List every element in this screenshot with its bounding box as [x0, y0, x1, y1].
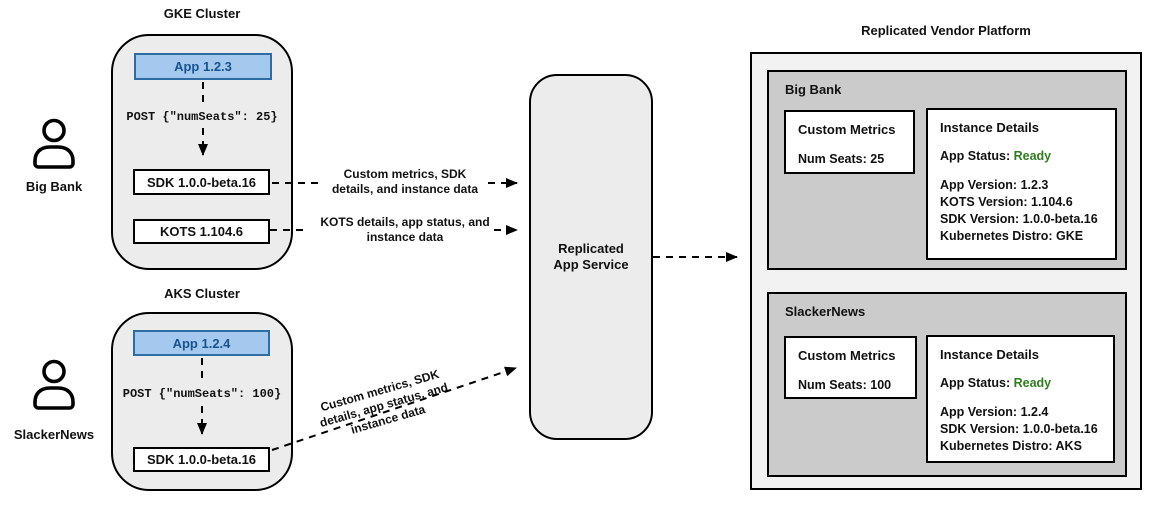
app-status-value: Ready [1013, 149, 1052, 163]
section-title-bigbank: Big Bank [785, 82, 842, 97]
flow-label-kots-data: KOTS details, app status, and instance d… [320, 215, 490, 244]
instance-detail-lines: App Version: 1.2.3 KOTS Version: 1.104.6… [940, 177, 1103, 245]
gke-post-request: POST {"numSeats": 25} [126, 110, 278, 124]
app-status-label: App Status: [940, 149, 1014, 163]
replicated-app-service-box: Replicated App Service [529, 74, 653, 440]
instance-details-card-slackernews: Instance Details App Status: Ready App V… [926, 335, 1115, 463]
user-label-slackernews: SlackerNews [13, 427, 95, 442]
flow-label-combined-data: Custom metrics, SDK details, app status,… [318, 366, 450, 437]
user-icon-slackernews [33, 359, 75, 410]
aks-sdk-box: SDK 1.0.0-beta.16 [133, 447, 270, 472]
instance-details-title: Instance Details [940, 347, 1039, 362]
custom-metrics-card-bigbank: Custom Metrics Num Seats: 25 [784, 110, 915, 174]
replicated-app-service-label: Replicated App Service [553, 241, 629, 272]
kubernetes-distro-line: Kubernetes Distro: GKE [940, 229, 1084, 243]
instance-detail-lines: App Version: 1.2.4 SDK Version: 1.0.0-be… [940, 404, 1101, 455]
app-status-value: Ready [1013, 376, 1052, 390]
user-head [42, 359, 66, 384]
custom-metrics-title: Custom Metrics [798, 122, 896, 137]
custom-metrics-title: Custom Metrics [798, 348, 896, 363]
user-icon-bigbank [33, 118, 75, 169]
gke-kots-box: KOTS 1.104.6 [133, 219, 270, 244]
customer-section-slackernews: SlackerNews Custom Metrics Num Seats: 10… [767, 292, 1127, 477]
aks-app-box: App 1.2.4 [133, 330, 270, 356]
user-head [42, 118, 66, 143]
platform-box: Big Bank Custom Metrics Num Seats: 25 In… [750, 52, 1142, 490]
instance-details-title: Instance Details [940, 120, 1039, 135]
app-status-line: App Status: Ready [940, 376, 1101, 390]
gke-app-box: App 1.2.3 [134, 53, 272, 80]
app-status-line: App Status: Ready [940, 149, 1103, 163]
gke-cluster-title: GKE Cluster [163, 6, 241, 21]
num-seats-value: Num Seats: 100 [798, 378, 892, 392]
num-seats-value: Num Seats: 25 [798, 152, 885, 166]
customer-section-bigbank: Big Bank Custom Metrics Num Seats: 25 In… [767, 70, 1127, 270]
sdk-version-line: SDK Version: 1.0.0-beta.16 [940, 422, 1098, 436]
section-title-slackernews: SlackerNews [785, 304, 866, 319]
flow-label-sdk-data: Custom metrics, SDK details, and instanc… [331, 167, 479, 196]
app-status-label: App Status: [940, 376, 1014, 390]
sdk-version-line: SDK Version: 1.0.0-beta.16 [940, 212, 1098, 226]
gke-sdk-box: SDK 1.0.0-beta.16 [133, 169, 270, 195]
instance-details-card-bigbank: Instance Details App Status: Ready App V… [926, 108, 1117, 260]
user-body [33, 386, 75, 410]
kubernetes-distro-line: Kubernetes Distro: AKS [940, 439, 1082, 453]
app-version-line: App Version: 1.2.4 [940, 405, 1049, 419]
custom-metrics-card-slackernews: Custom Metrics Num Seats: 100 [784, 336, 917, 399]
user-label-bigbank: Big Bank [25, 179, 83, 194]
aks-cluster-title: AKS Cluster [164, 286, 240, 301]
app-version-line: App Version: 1.2.3 [940, 178, 1049, 192]
user-body [33, 145, 75, 169]
aks-post-request: POST {"numSeats": 100} [122, 387, 282, 401]
kots-version-line: KOTS Version: 1.104.6 [940, 195, 1073, 209]
platform-title: Replicated Vendor Platform [861, 23, 1031, 38]
